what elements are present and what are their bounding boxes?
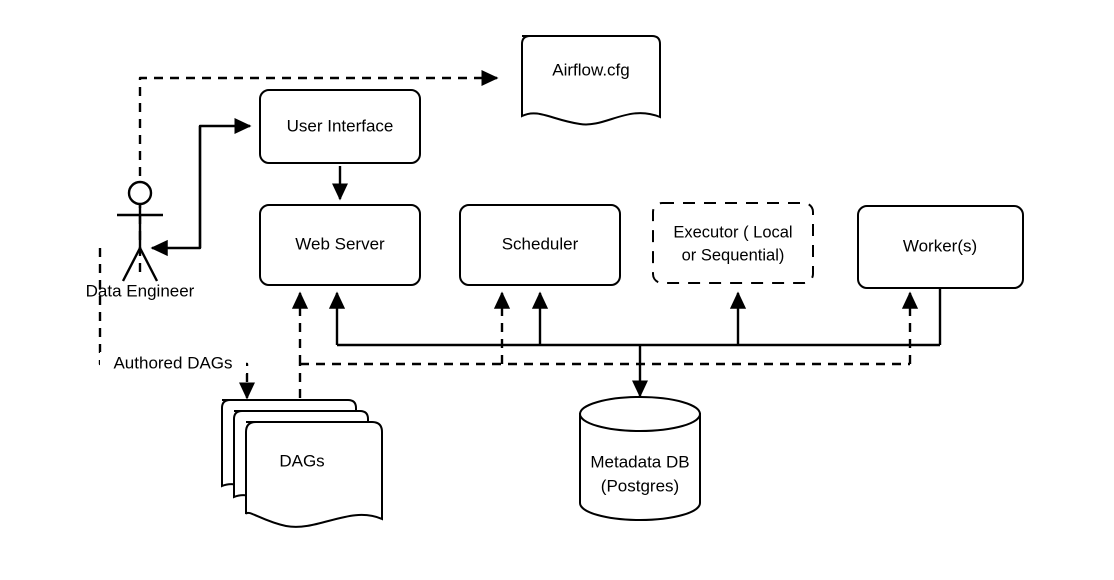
node-executor[interactable]: Executor ( Local or Sequential) bbox=[652, 202, 814, 284]
executor-label-line1: Executor ( Local bbox=[673, 223, 792, 241]
dags-label: DAGs bbox=[279, 451, 324, 470]
web-server-label: Web Server bbox=[295, 234, 385, 253]
node-airflow-cfg[interactable]: Airflow.cfg bbox=[521, 35, 661, 126]
scheduler-label: Scheduler bbox=[502, 234, 579, 253]
actor-head-icon bbox=[127, 180, 153, 206]
user-interface-label: User Interface bbox=[287, 116, 394, 135]
node-dags[interactable]: DAGs bbox=[221, 399, 383, 528]
edge-ui-to-engineer bbox=[150, 126, 202, 257]
edge-dags-bus bbox=[291, 291, 919, 398]
edge-engineer-to-ui bbox=[198, 117, 252, 248]
node-data-engineer[interactable]: Data Engineer bbox=[86, 180, 195, 300]
data-engineer-label: Data Engineer bbox=[86, 281, 195, 300]
edge-engineer-to-dags bbox=[98, 248, 256, 400]
node-user-interface[interactable]: User Interface bbox=[259, 89, 421, 164]
edge-label-authored-dags: Authored DAGs bbox=[100, 352, 246, 374]
node-worker[interactable]: Worker(s) bbox=[857, 205, 1024, 289]
metadata-db-label-line2: (Postgres) bbox=[601, 476, 679, 495]
worker-label: Worker(s) bbox=[903, 236, 977, 255]
actor-body-icon bbox=[117, 204, 163, 282]
metadata-db-label-line1: Metadata DB bbox=[590, 452, 689, 471]
node-web-server[interactable]: Web Server bbox=[259, 204, 421, 286]
authored-dags-label: Authored DAGs bbox=[113, 353, 232, 372]
airflow-cfg-label: Airflow.cfg bbox=[552, 60, 629, 79]
node-scheduler[interactable]: Scheduler bbox=[459, 204, 621, 286]
node-metadata-db[interactable]: Metadata DB (Postgres) bbox=[579, 396, 701, 521]
executor-label-line2: or Sequential) bbox=[682, 246, 785, 264]
edge-metadata-bus bbox=[328, 288, 942, 398]
